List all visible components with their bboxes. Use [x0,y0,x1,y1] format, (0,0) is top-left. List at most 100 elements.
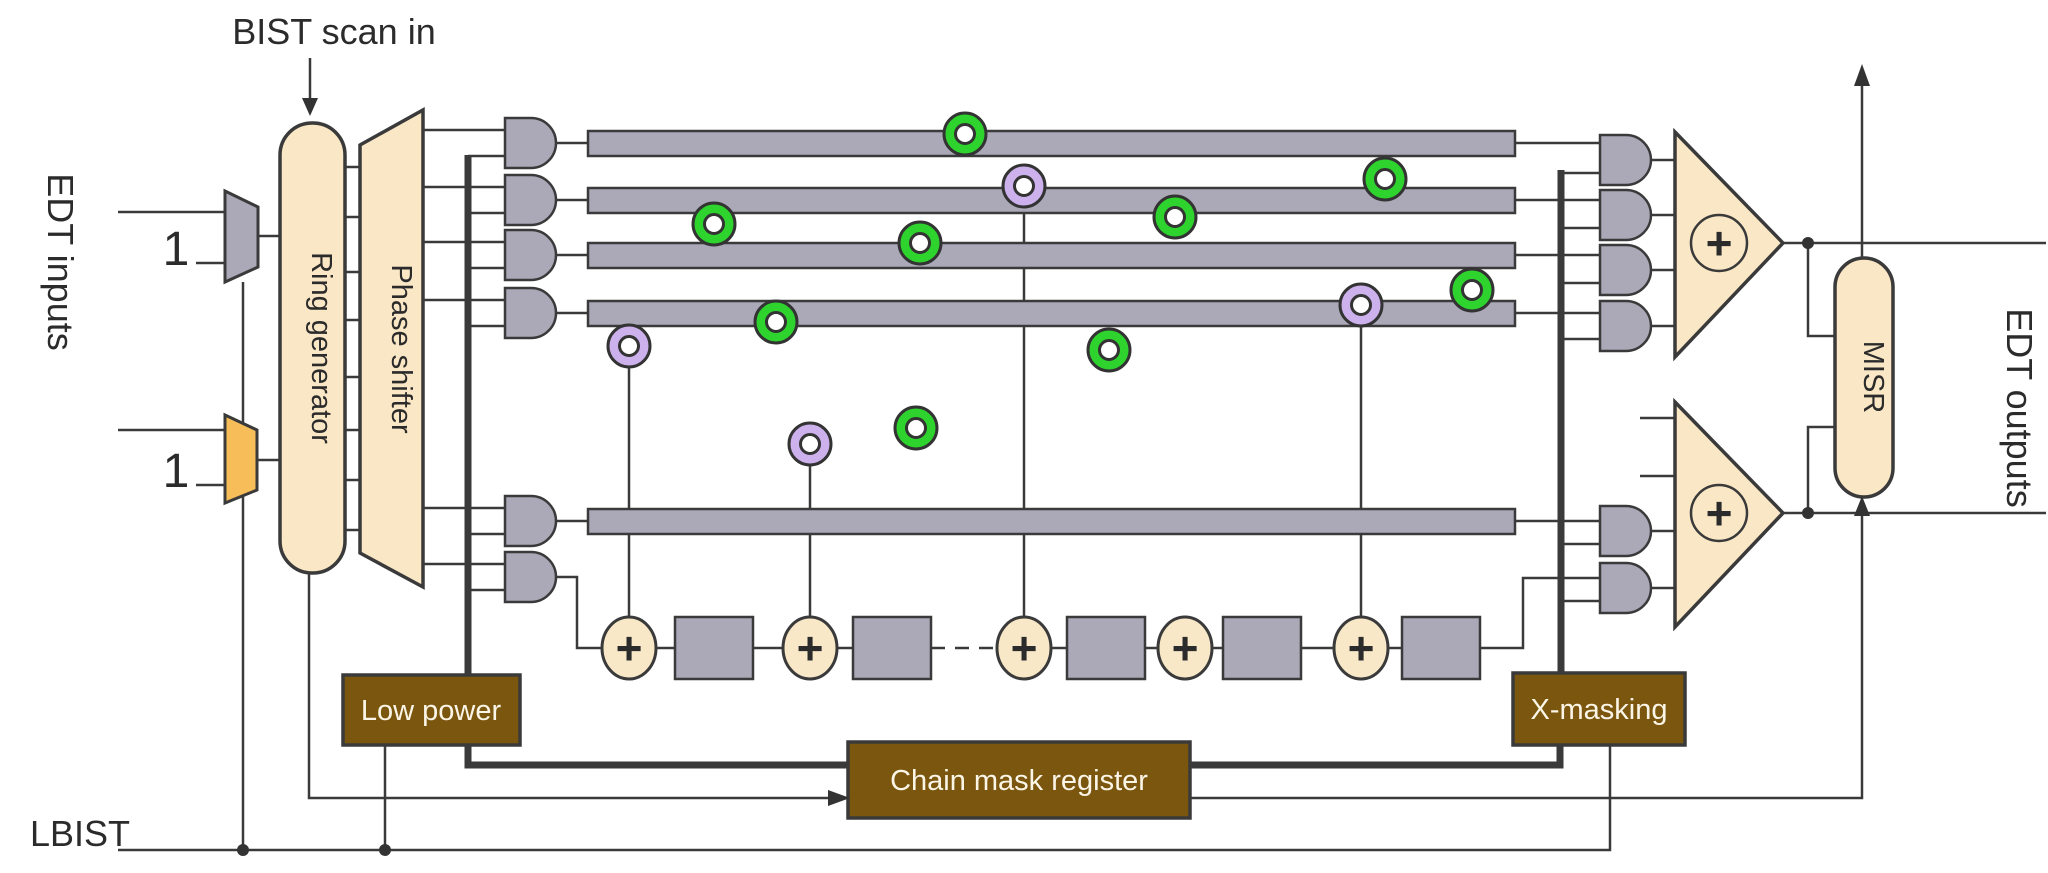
and-gate-l3 [503,228,558,282]
green-marker-9-hole [1098,339,1120,361]
chain-xor-2 [781,615,839,681]
xor-compactor-1-circle [1689,213,1749,273]
label-misr: MISR [1857,341,1889,414]
green-marker-6-hole [1374,168,1396,190]
green-marker-7-hole [1164,206,1186,228]
purple-marker-2-hole [799,433,821,455]
chain-xor-3 [995,615,1053,681]
xor-plus-signs: + + + + + + + [616,217,1733,674]
xor-plus-icon: + [1706,487,1733,539]
wires-compactor2-stubs [1640,416,1675,478]
and-gate-r3 [1598,243,1653,297]
arrowhead-into-misr [1854,496,1870,516]
wire-rg-to-cmr [307,573,842,800]
junction-dot-2 [379,844,391,856]
wire-cmr-to-misr [1190,502,1864,800]
scan-chain-bar-5 [586,507,1517,536]
label-lbist: LBIST [30,813,130,854]
input-mux-1 [223,188,260,285]
wires-right-and-outputs [1651,158,1675,590]
green-marker-1-hole [954,123,976,145]
scan-chains [586,129,1517,536]
input-mux-2 [223,412,259,506]
xor-plus-icon: + [1706,217,1733,269]
label-low-power: Low power [361,695,502,727]
label-bist-scan-in: BIST scan in [232,11,435,52]
xor-compactor-2-circle [1689,483,1749,543]
and-gate-r4 [1598,299,1653,353]
purple-marker-4-hole [1350,294,1372,316]
wire-out1-to-misr [1806,243,1835,338]
chain-register-1 [673,615,755,681]
wires-left-bus-stubs [468,154,505,592]
xor-plus-icon: + [1348,622,1375,674]
label-chain-mask-register: Chain mask register [890,765,1148,797]
label-x-masking: X-masking [1531,694,1668,726]
wire-out2-to-misr [1806,425,1835,513]
chain-register-5 [1400,615,1482,681]
wire-and6-to-xor [556,575,602,650]
and-gate-l5 [503,494,558,548]
misr [1833,256,1895,499]
green-marker-5-hole [905,417,927,439]
junction-dot-3 [1802,237,1814,249]
bus-lowpower-to-cmr [464,745,848,769]
junctions-and-arrows [237,64,1870,856]
wires-right-bus-stubs [1561,171,1600,603]
wires [118,58,2046,852]
green-marker-4-hole [765,311,787,333]
scan-cell-markers [606,111,1495,467]
xor-plus-icon: + [616,622,643,674]
green-marker-2-hole [703,213,725,235]
and-gate-l4 [503,286,558,340]
label-edt-outputs: EDT outputs [1999,308,2040,507]
green-marker-8-hole [1461,279,1483,301]
scan-chain-bar-3 [586,241,1517,270]
chain-xor-1 [600,615,658,681]
xor-plus-icon: + [1172,622,1199,674]
left-and-gates [503,116,558,604]
xor-plus-icon: + [1011,622,1038,674]
junction-dot-4 [1802,507,1814,519]
label-constant-1b: 1 [163,445,190,498]
xor-plus-icon: + [797,622,824,674]
wire-lbist [118,745,1612,852]
ring-generator [278,121,347,575]
xor-register-chain [600,615,1482,681]
arrowhead-misr-up [1854,64,1870,86]
wire-chainend-to-and [1480,576,1600,650]
chain-register-3 [1065,615,1147,681]
right-and-gates [1598,133,1653,615]
chain-register-4 [1221,615,1303,681]
wires-rg-ps-stubs [345,165,360,532]
xor-compactor-2 [1673,397,1786,632]
control-buses [464,155,1565,769]
low-power-box [341,673,522,747]
xor-compactor-1 [1673,127,1786,362]
arrowhead-cmr [828,790,850,806]
label-phase-shifter: Phase shifter [385,264,417,434]
and-gate-r2 [1598,188,1653,242]
wires-ps-outputs [423,128,505,566]
purple-marker-3-hole [1013,175,1035,197]
chain-xor-5 [1332,615,1390,681]
chain-xor-4 [1156,615,1214,681]
and-gate-l1 [503,116,558,170]
and-gate-r5 [1598,504,1653,558]
arrowhead-bist-scan-in [302,98,318,116]
and-gate-l2 [503,173,558,227]
green-marker-3-hole [909,232,931,254]
label-edt-inputs: EDT inputs [40,173,81,350]
phase-shifter [358,107,425,590]
x-masking-box [1511,671,1687,747]
bus-cmr-to-xmasking [1190,745,1564,769]
chain-mask-register-box [846,740,1192,820]
label-ring-generator: Ring generator [305,252,337,444]
purple-marker-1-hole [618,335,640,357]
label-constant-1a: 1 [163,223,190,276]
and-gate-r1 [1598,133,1653,187]
and-gate-r6 [1598,561,1653,615]
chain-register-2 [851,615,933,681]
and-gate-l6 [503,550,558,604]
